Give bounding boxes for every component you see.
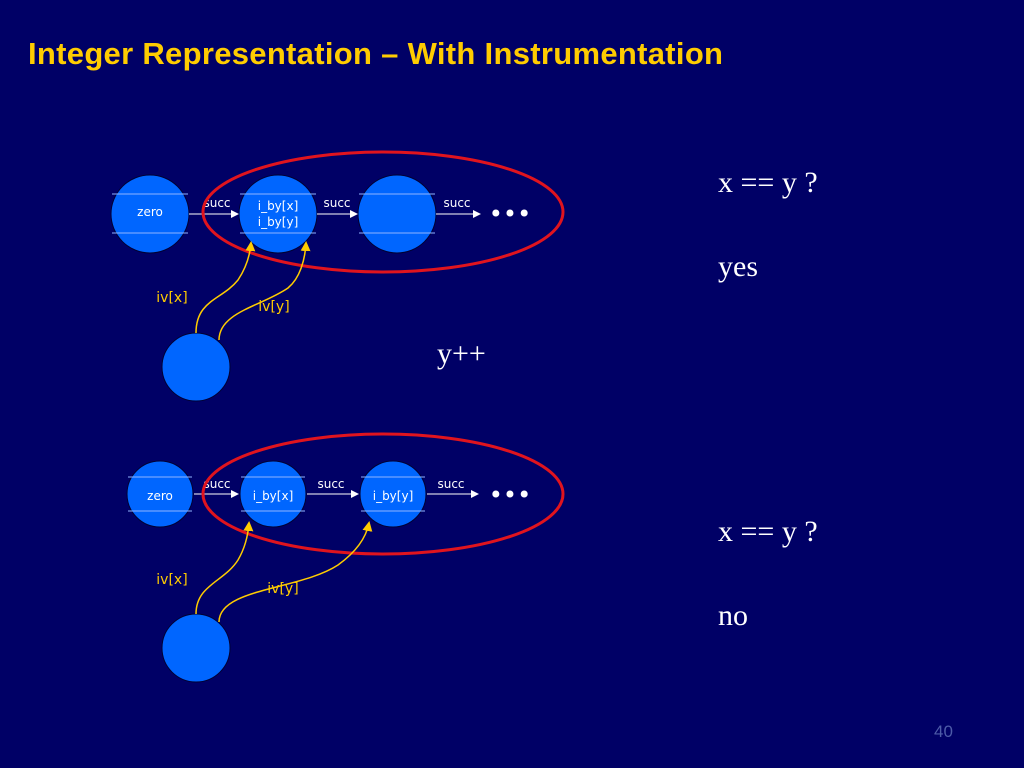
- node-ibyy-label: i_by[y]: [373, 489, 414, 503]
- pointer-label-y: iv[y]: [258, 299, 289, 315]
- node-ibyx: i_by[x]: [239, 460, 307, 528]
- succ-label: succ: [203, 477, 230, 491]
- node-zero-label: zero: [137, 205, 163, 219]
- pointer-arrow-x: [195, 241, 256, 334]
- pointer-node: [161, 332, 231, 402]
- succ-label: succ: [317, 477, 344, 491]
- pointer-label-y: iv[y]: [267, 581, 298, 597]
- succ-label: succ: [437, 477, 464, 491]
- node-zero-label: zero: [147, 489, 173, 503]
- pointer-label-x: iv[x]: [156, 572, 187, 588]
- node-ibyx-ibyy: i_by[x] i_by[y]: [238, 174, 318, 254]
- pointer-arrow-y: [218, 521, 373, 623]
- operation-label: y++: [437, 337, 486, 370]
- pointer-arrow-y: [218, 241, 311, 341]
- pointer-arrow-x: [195, 521, 254, 615]
- highlight-ellipse: [201, 150, 565, 274]
- succ-label: succ: [323, 196, 350, 210]
- node-ibyx-label: i_by[x]: [258, 199, 299, 213]
- succ-label: succ: [443, 196, 470, 210]
- node-ibyx-label: i_by[x]: [253, 489, 294, 503]
- question-top: x == y ?: [718, 166, 818, 199]
- node-ibyy-label: i_by[y]: [258, 215, 299, 229]
- node-next: [357, 174, 437, 254]
- node-zero: zero: [126, 460, 194, 528]
- answer-bottom: no: [718, 599, 748, 632]
- succ-label: succ: [203, 196, 230, 210]
- node-ibyy: i_by[y]: [359, 460, 427, 528]
- ellipsis: •••: [489, 200, 531, 228]
- pointer-label-x: iv[x]: [156, 290, 187, 306]
- ellipsis: •••: [489, 481, 531, 509]
- slide-title: Integer Representation – With Instrument…: [28, 36, 724, 71]
- answer-top: yes: [718, 250, 758, 283]
- pointer-node: [161, 613, 231, 683]
- top-diagram: zero i_by[x] i_by[y] succ succ succ ••• …: [110, 150, 565, 402]
- question-bottom: x == y ?: [718, 515, 818, 548]
- highlight-ellipse: [201, 432, 565, 556]
- bottom-diagram: zero i_by[x] i_by[y] succ succ succ ••• …: [126, 432, 565, 683]
- node-zero: zero: [110, 174, 190, 254]
- page-number: 40: [934, 722, 953, 741]
